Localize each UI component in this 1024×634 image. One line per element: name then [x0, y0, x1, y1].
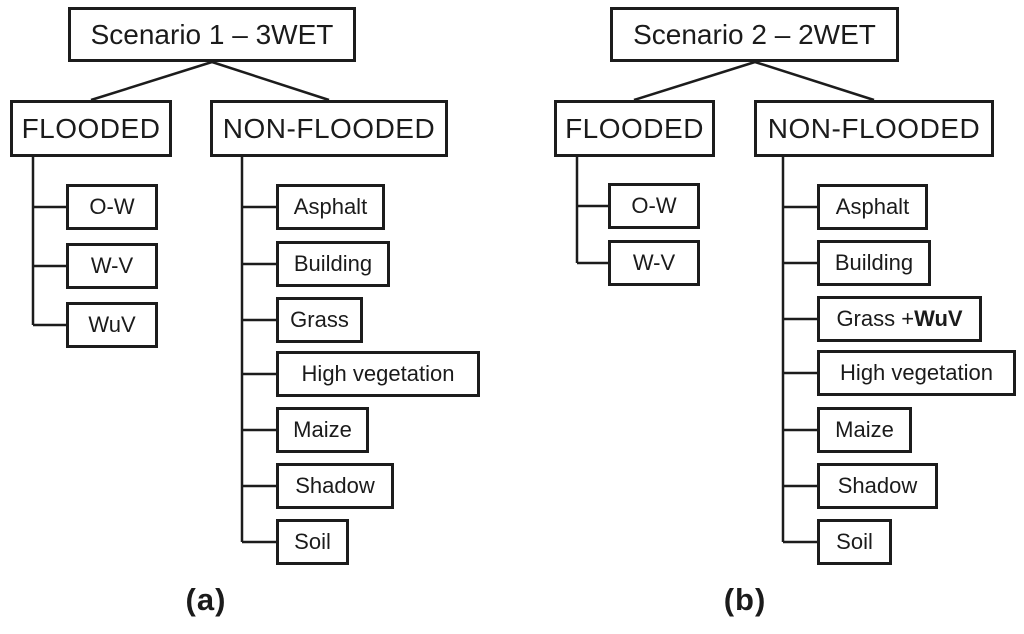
- node-label: Maize: [293, 417, 352, 442]
- leaf-building-b: Building: [817, 240, 931, 286]
- node-label: Scenario 1 – 3WET: [90, 18, 334, 50]
- leaf-high-vegetation-b: High vegetation: [817, 350, 1016, 396]
- node-flooded-b: FLOODED: [554, 100, 715, 157]
- node-label: Soil: [836, 529, 873, 554]
- node-scenario-1-title: Scenario 1 – 3WET: [68, 7, 356, 62]
- node-label: Building: [834, 250, 914, 275]
- node-label: Scenario 2 – 2WET: [633, 18, 876, 50]
- leaf-soil-b: Soil: [817, 519, 892, 565]
- node-label: High vegetation: [840, 360, 993, 385]
- leaf-asphalt-b: Asphalt: [817, 184, 928, 230]
- node-label: Grass: [290, 307, 349, 332]
- leaf-asphalt-a: Asphalt: [276, 184, 385, 230]
- leaf-grass-wuv-b: Grass + WuV: [817, 296, 982, 342]
- leaf-grass-a: Grass: [276, 297, 363, 343]
- node-label: Asphalt: [293, 194, 368, 219]
- leaf-ow-b: O-W: [608, 183, 700, 229]
- node-label: O-W: [631, 193, 677, 218]
- node-label: Shadow: [295, 473, 375, 498]
- node-label: Soil: [294, 529, 331, 554]
- node-scenario-2-title: Scenario 2 – 2WET: [610, 7, 899, 62]
- node-label: FLOODED: [21, 112, 161, 144]
- leaf-high-vegetation-a: High vegetation: [276, 351, 480, 397]
- node-label: WuV: [88, 312, 136, 337]
- node-label: O-W: [89, 194, 135, 219]
- leaf-shadow-b: Shadow: [817, 463, 938, 509]
- leaf-soil-a: Soil: [276, 519, 349, 565]
- leaf-wv-a: W-V: [66, 243, 158, 289]
- node-label: FLOODED: [565, 112, 704, 144]
- node-label: Shadow: [837, 473, 918, 498]
- leaf-shadow-a: Shadow: [276, 463, 394, 509]
- node-label: Maize: [835, 417, 894, 442]
- node-label: Grass +: [836, 306, 915, 331]
- node-non-flooded-b: NON-FLOODED: [754, 100, 994, 157]
- node-flooded-a: FLOODED: [10, 100, 172, 157]
- node-label: Building: [293, 251, 373, 276]
- node-label: NON-FLOODED: [222, 112, 436, 144]
- node-label: High vegetation: [301, 361, 455, 386]
- leaf-building-a: Building: [276, 241, 390, 287]
- leaf-wv-b: W-V: [608, 240, 700, 286]
- leaf-ow-a: O-W: [66, 184, 158, 230]
- node-label-bold: WuV: [914, 306, 963, 331]
- node-label: W-V: [632, 250, 676, 275]
- leaf-maize-b: Maize: [817, 407, 912, 453]
- node-non-flooded-a: NON-FLOODED: [210, 100, 448, 157]
- caption-a: (a): [185, 582, 227, 617]
- node-label: NON-FLOODED: [767, 112, 981, 144]
- leaf-maize-a: Maize: [276, 407, 369, 453]
- node-label: W-V: [90, 253, 134, 278]
- leaf-wuv-a: WuV: [66, 302, 158, 348]
- node-label: Asphalt: [835, 194, 910, 219]
- caption-b: (b): [723, 582, 767, 617]
